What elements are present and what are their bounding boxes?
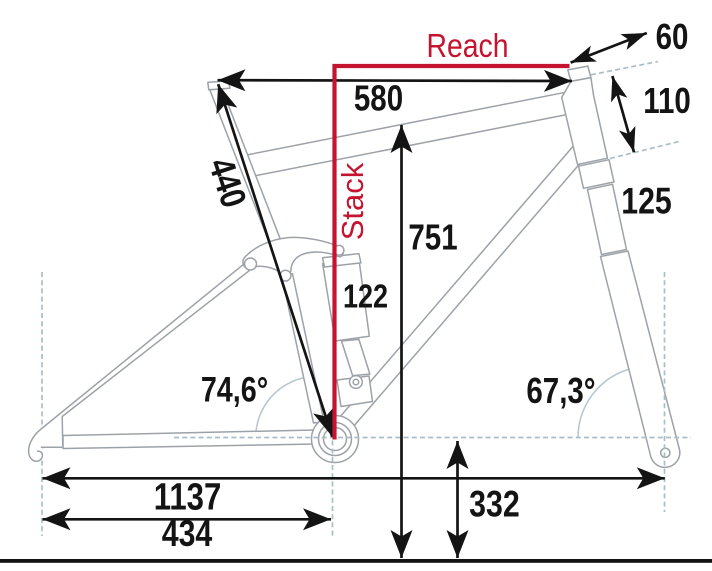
svg-text:580: 580 xyxy=(354,78,403,118)
svg-text:74,6°: 74,6° xyxy=(201,370,268,409)
svg-text:Stack: Stack xyxy=(335,162,370,240)
svg-text:67,3°: 67,3° xyxy=(526,370,595,410)
svg-text:332: 332 xyxy=(469,484,520,526)
svg-text:125: 125 xyxy=(621,181,672,223)
svg-text:110: 110 xyxy=(643,80,691,120)
svg-text:60: 60 xyxy=(656,16,689,56)
svg-text:122: 122 xyxy=(343,279,388,315)
svg-text:751: 751 xyxy=(408,217,457,257)
svg-text:1137: 1137 xyxy=(154,477,222,519)
svg-text:434: 434 xyxy=(162,513,213,555)
svg-text:Reach: Reach xyxy=(426,27,508,65)
